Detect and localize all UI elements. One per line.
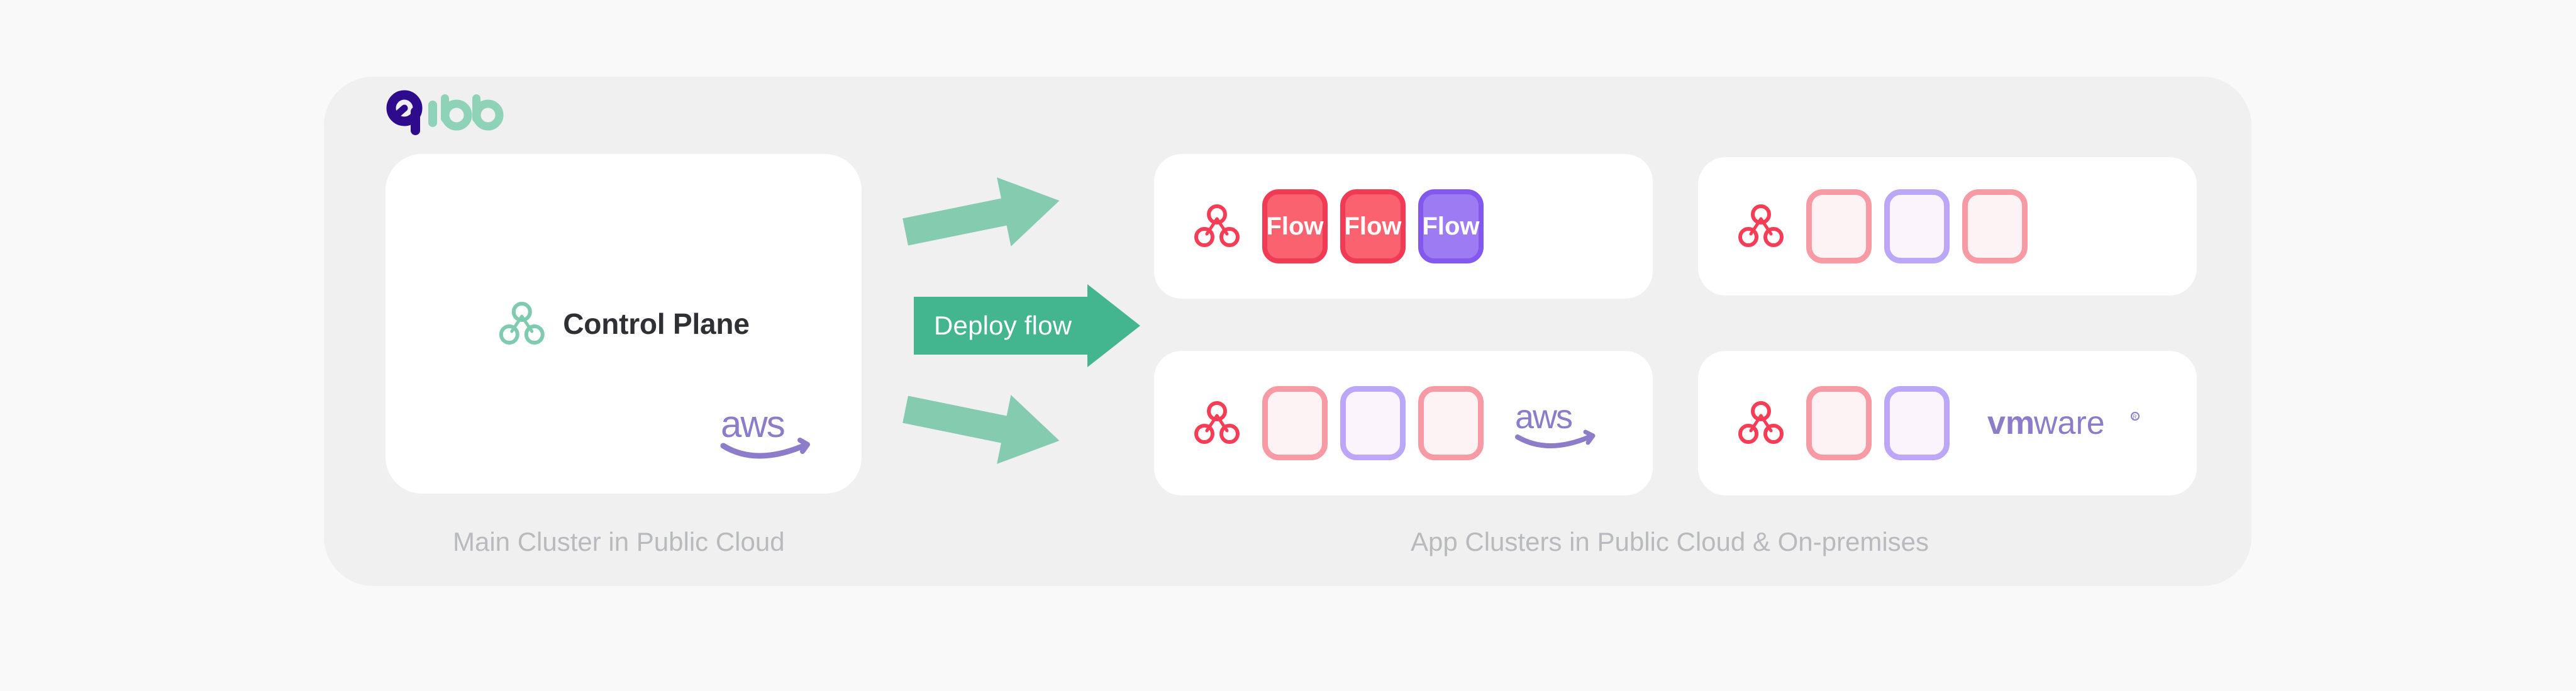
vmware-logo: vm ware R (1987, 401, 2151, 445)
flow-badge[interactable]: Flow (1262, 189, 1328, 263)
flow-placeholder[interactable] (1884, 386, 1950, 460)
flow-placeholder[interactable] (1262, 386, 1328, 460)
qibb-logo (386, 88, 511, 138)
deploy-arrow-top (898, 166, 1066, 267)
svg-text:vm: vm (1987, 405, 2035, 441)
cluster-node-icon (1737, 202, 1785, 250)
app-cluster-1[interactable]: Flow Flow Flow (1154, 154, 1653, 299)
svg-text:ware: ware (2033, 405, 2105, 441)
caption-app-clusters: App Clusters in Public Cloud & On-premis… (1411, 527, 1929, 556)
deploy-flow-arrow[interactable] (914, 284, 1140, 367)
flow-list: Flow Flow Flow (1262, 189, 1484, 263)
flow-placeholder[interactable] (1884, 189, 1950, 263)
caption-main-cluster: Main Cluster in Public Cloud (453, 527, 785, 556)
app-cluster-4[interactable]: vm ware R (1698, 351, 2197, 495)
cluster-node-icon (1193, 399, 1241, 447)
svg-text:aws: aws (721, 403, 784, 445)
flow-badge[interactable]: Flow (1340, 189, 1406, 263)
cluster-node-icon (1737, 399, 1785, 447)
flow-placeholder[interactable] (1962, 189, 2028, 263)
cluster-node-icon (497, 300, 545, 348)
aws-logo: aws (718, 401, 825, 461)
svg-text:R: R (2133, 414, 2137, 420)
app-cluster-3[interactable]: aws (1154, 351, 1653, 495)
flow-list (1262, 386, 1484, 460)
flow-list (1806, 189, 2028, 263)
flow-badge[interactable]: Flow (1418, 189, 1484, 263)
deploy-arrow-bottom (898, 375, 1066, 475)
control-plane-content: Control Plane aws (386, 154, 862, 494)
svg-text:aws: aws (1515, 398, 1572, 436)
control-plane-row: Control Plane (497, 300, 750, 348)
flow-list (1806, 386, 1950, 460)
cluster-node-icon (1193, 202, 1241, 250)
app-cluster-2[interactable] (1698, 157, 2197, 296)
flow-placeholder[interactable] (1340, 386, 1406, 460)
control-plane-label: Control Plane (563, 307, 750, 340)
flow-placeholder[interactable] (1806, 386, 1872, 460)
control-plane-card[interactable]: Control Plane aws (386, 154, 862, 494)
flow-placeholder[interactable] (1806, 189, 1872, 263)
flow-placeholder[interactable] (1418, 386, 1484, 460)
aws-logo: aws (1514, 395, 1608, 451)
